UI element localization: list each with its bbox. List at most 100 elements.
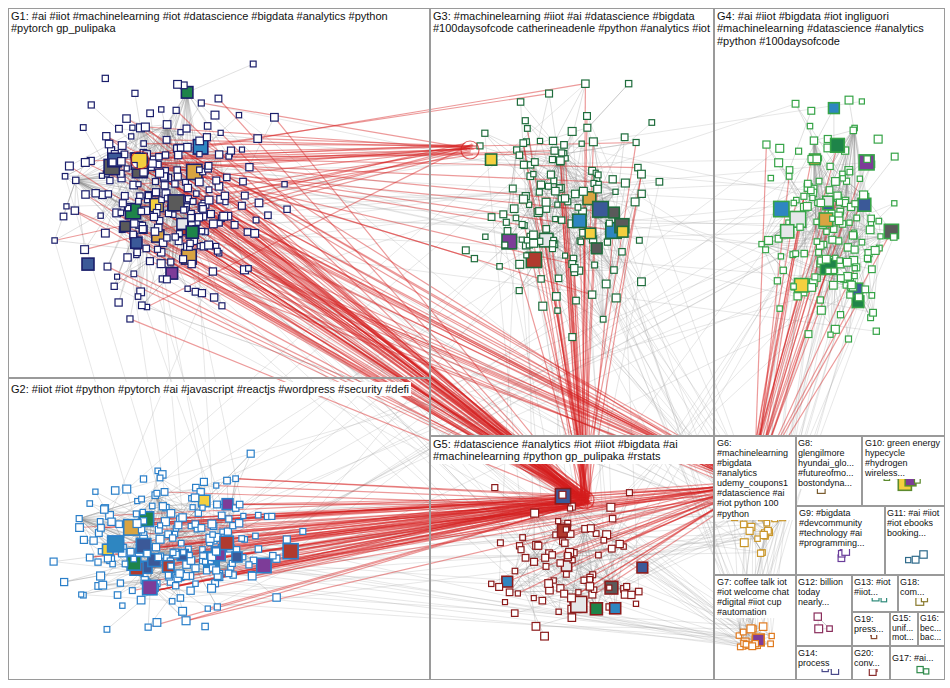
red-graph-edge (75, 211, 747, 492)
vertex-square (60, 213, 67, 220)
red-graph-edge (137, 166, 614, 213)
graph-edge (228, 163, 867, 217)
vertex-square (162, 152, 168, 158)
red-graph-edge (236, 479, 585, 497)
vertex-square (218, 130, 223, 135)
vertex-square (204, 123, 211, 130)
graph-edge (155, 495, 202, 549)
vertex-square (152, 189, 159, 196)
graph-edge (65, 176, 172, 273)
vertex-square (216, 151, 223, 158)
vertex-square (139, 226, 147, 234)
graph-edge (814, 141, 834, 269)
red-graph-edge (140, 158, 562, 199)
red-graph-edge (140, 84, 585, 158)
red-graph-edge (186, 489, 749, 621)
vertex-square (64, 204, 69, 209)
vertex-square (254, 135, 262, 143)
graph-edge (219, 155, 755, 644)
vertex-square (124, 254, 131, 261)
vertex-square (187, 164, 202, 179)
vertex-square (131, 220, 138, 227)
red-graph-edge (137, 162, 573, 265)
vertex-square (251, 230, 259, 238)
graph-edge (762, 128, 855, 244)
vertex-square (82, 191, 89, 198)
vertex-square (107, 178, 113, 184)
red-graph-edge (147, 144, 472, 307)
graph-edge (181, 577, 743, 646)
graph-edge (834, 260, 873, 312)
vertex-square (124, 166, 129, 171)
red-graph-edge (130, 319, 583, 503)
vertex-square (127, 316, 133, 322)
vertex-square (196, 137, 204, 145)
vertex-square (71, 207, 78, 214)
red-graph-edge (172, 208, 751, 482)
graph-edge (133, 133, 221, 211)
vertex-square (118, 142, 126, 150)
graph-edge (134, 274, 231, 549)
vertex-square (153, 179, 159, 185)
vertex-square (116, 125, 123, 132)
graph-edge (79, 519, 182, 612)
graph-edge (118, 157, 752, 646)
vertex-square (138, 208, 144, 214)
graph-edge (820, 128, 854, 264)
graph-edge (161, 181, 216, 253)
vertex-square (183, 143, 191, 151)
graph-edge (79, 519, 218, 576)
vertex-square (168, 259, 174, 265)
graph-edge (110, 206, 242, 516)
graph-edge (485, 133, 616, 192)
graph-edge (213, 272, 744, 644)
vertex-square (209, 268, 216, 275)
graph-edge (137, 156, 268, 216)
red-graph-edge (160, 173, 752, 485)
vertex-square (129, 134, 134, 139)
vertex-square (163, 137, 170, 144)
vertex-square (213, 177, 220, 184)
graph-edge (55, 241, 155, 588)
red-graph-edge (224, 216, 752, 484)
red-graph-edge (258, 139, 470, 146)
red-graph-edge (143, 162, 622, 232)
vertex-square (284, 206, 290, 212)
graph-edge (525, 558, 592, 575)
graph-edge (130, 125, 167, 319)
graph-edge (65, 176, 163, 505)
red-graph-edge (139, 483, 761, 569)
graph-edge (510, 560, 573, 592)
vertex-square (115, 274, 120, 279)
vertex-square (224, 174, 230, 180)
red-graph-edge (85, 163, 752, 486)
vertex-square (207, 211, 214, 218)
graph-edge (560, 162, 622, 232)
red-graph-edge (140, 158, 475, 259)
graph-edge (79, 519, 208, 609)
graph-edge (252, 575, 739, 636)
vertex-square (250, 61, 256, 67)
vertex-square (159, 107, 164, 112)
graph-edge (798, 128, 855, 219)
graph-edge (55, 170, 178, 240)
vertex-square (265, 212, 272, 219)
red-edge-layer (55, 84, 892, 628)
vertex-square (178, 130, 183, 135)
vertex-square (52, 238, 57, 243)
graph-edge (523, 199, 558, 278)
graph-edge (561, 188, 759, 640)
vertex-square (145, 192, 152, 199)
red-graph-edge (171, 262, 751, 489)
graph-edge (94, 162, 535, 541)
vertex-square (219, 303, 225, 309)
red-graph-edge (208, 169, 747, 489)
graph-edge (536, 626, 753, 629)
vertex-square (184, 184, 191, 191)
vertex-square (188, 215, 195, 222)
vertex-square (236, 113, 241, 118)
vertex-square (153, 189, 160, 196)
vertex-square (73, 177, 79, 183)
red-graph-edge (142, 94, 549, 156)
vertex-square (102, 75, 108, 81)
